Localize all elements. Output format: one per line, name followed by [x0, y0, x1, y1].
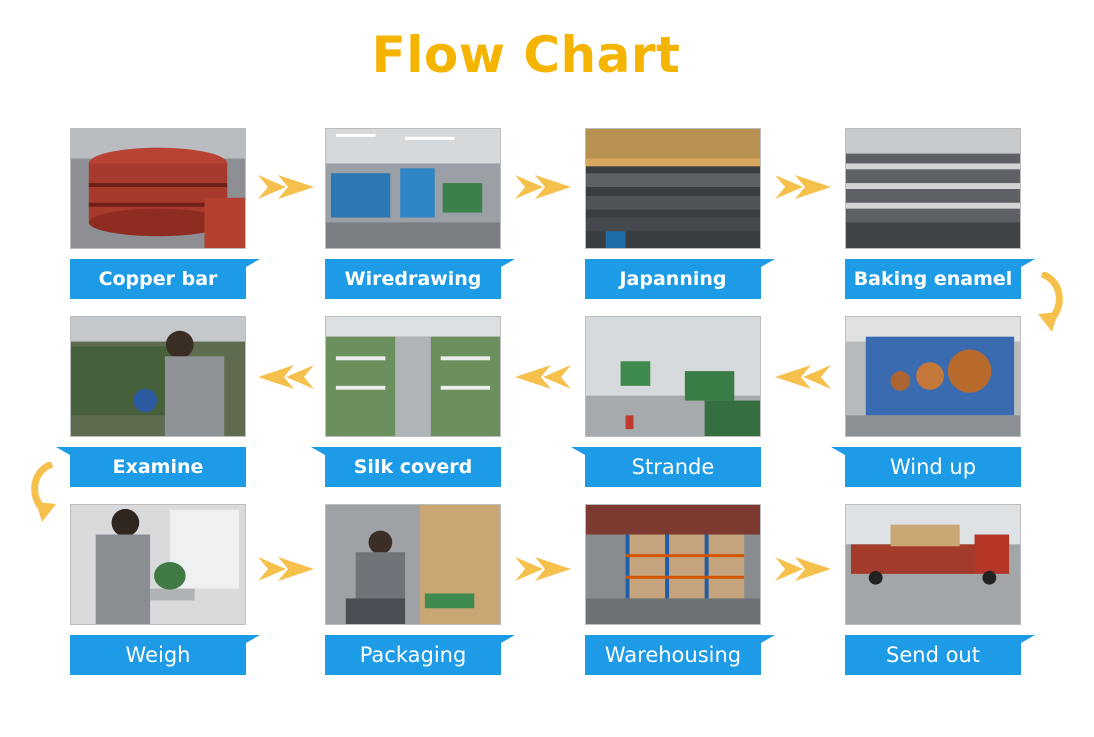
weigh-photo [70, 504, 246, 625]
step-label: Packaging [325, 635, 515, 675]
japanning-photo [585, 128, 761, 249]
step-label: Wiredrawing [325, 259, 515, 299]
step-label: Warehousing [585, 635, 775, 675]
step-label: Examine [56, 447, 246, 487]
arrow-left-icon [256, 363, 316, 391]
wiredrawing-photo [325, 128, 501, 249]
step-label: Send out [845, 635, 1035, 675]
arrow-right-icon [773, 555, 833, 583]
step-label: Strande [571, 447, 761, 487]
step-label: Japanning [585, 259, 775, 299]
arrow-right-icon [773, 173, 833, 201]
step-label: Weigh [70, 635, 260, 675]
page-title: Flow Chart [371, 26, 681, 84]
step-label: Silk coverd [311, 447, 501, 487]
arrow-right-icon [513, 173, 573, 201]
warehousing-photo [585, 504, 761, 625]
silk-coverd-photo [325, 316, 501, 437]
copper-bar-photo [70, 128, 246, 249]
arrow-right-icon [256, 173, 316, 201]
arrow-left-icon [773, 363, 833, 391]
step-label: Wind up [831, 447, 1021, 487]
step-label: Baking enamel [845, 259, 1035, 299]
send-out-photo [845, 504, 1021, 625]
strande-photo [585, 316, 761, 437]
packaging-photo [325, 504, 501, 625]
baking-enamel-photo [845, 128, 1021, 249]
step-label: Copper bar [70, 259, 260, 299]
arrow-curve-down-icon [1030, 272, 1070, 336]
wind-up-photo [845, 316, 1021, 437]
arrow-left-icon [513, 363, 573, 391]
arrow-curve-down-icon [24, 462, 64, 526]
arrow-right-icon [513, 555, 573, 583]
arrow-right-icon [256, 555, 316, 583]
examine-photo [70, 316, 246, 437]
